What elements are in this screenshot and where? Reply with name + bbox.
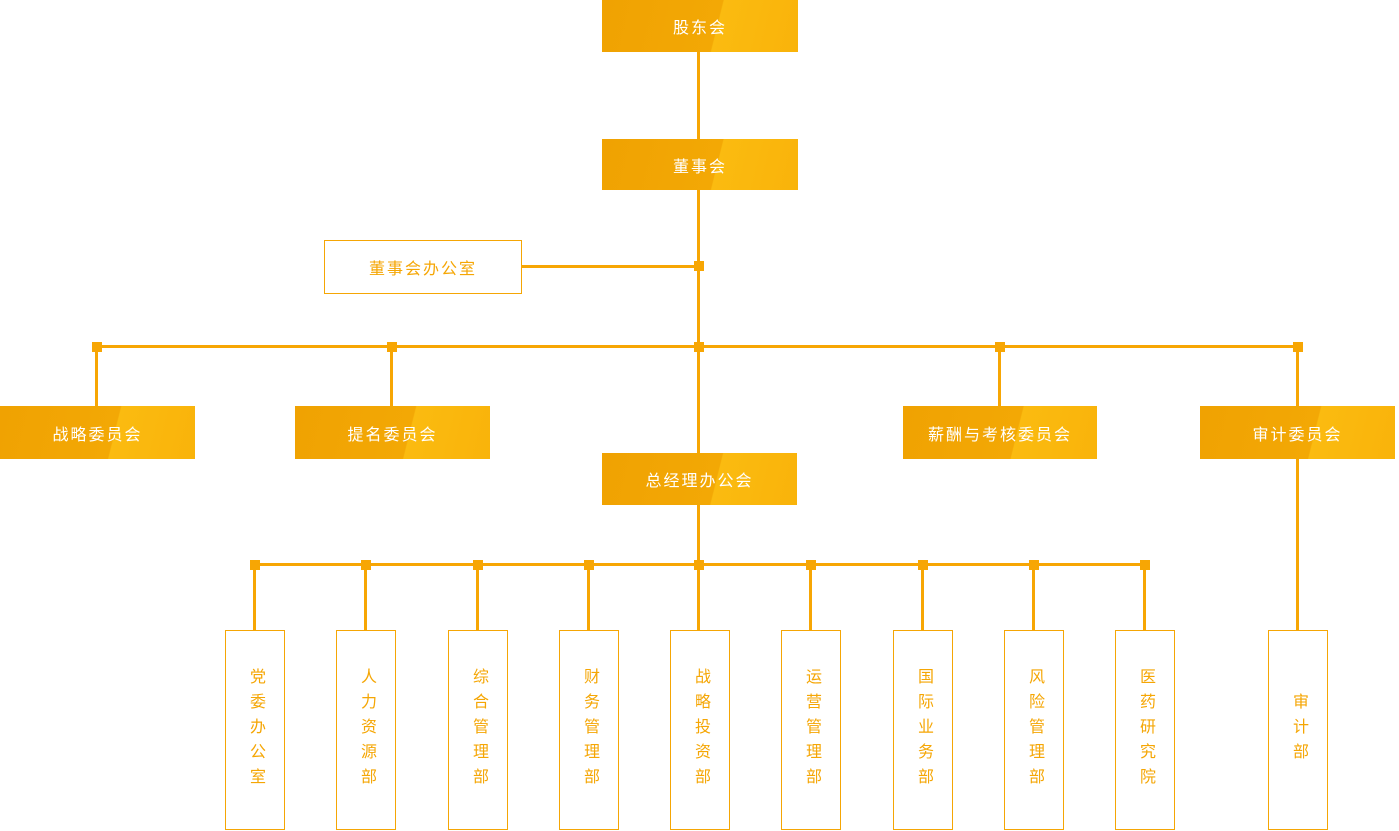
node-label: 风险管理部 (1026, 667, 1043, 793)
node-dept-finance: 财务管理部 (559, 630, 619, 830)
node-gm-office: 总经理办公会 (602, 453, 797, 505)
node-label: 董事会办公室 (368, 261, 477, 278)
node-label: 党委办公室 (247, 667, 264, 793)
node-committee-audit: 审计委员会 (1200, 406, 1395, 459)
connector-line (95, 346, 98, 406)
connector-line (476, 563, 479, 630)
connector-line (1296, 459, 1299, 630)
node-shareholders: 股东会 (602, 0, 798, 52)
connector-node (694, 342, 704, 352)
node-dept-risk: 风险管理部 (1004, 630, 1064, 830)
node-label: 总经理办公会 (645, 473, 754, 490)
node-dept-international: 国际业务部 (893, 630, 953, 830)
node-label: 审计部 (1290, 692, 1307, 768)
connector-line (697, 563, 700, 630)
connector-line (1032, 563, 1035, 630)
node-dept-strategic-investment: 战略投资部 (670, 630, 730, 830)
connector-line (1143, 563, 1146, 630)
node-label: 薪酬与考核委员会 (927, 426, 1072, 444)
node-label: 综合管理部 (470, 667, 487, 793)
connector-line (697, 505, 700, 565)
connector-line (364, 563, 367, 630)
node-label: 审计委员会 (1252, 426, 1343, 444)
node-label: 提名委员会 (347, 426, 438, 444)
connector-line (390, 346, 393, 406)
connector-line (921, 563, 924, 630)
node-board-office: 董事会办公室 (324, 240, 522, 294)
connector-line (809, 563, 812, 630)
node-label: 股东会 (672, 20, 727, 37)
node-dept-party-office: 党委办公室 (225, 630, 285, 830)
connector-line (1296, 346, 1299, 406)
node-committee-nomination: 提名委员会 (295, 406, 490, 459)
node-label: 战略投资部 (692, 667, 709, 793)
node-label: 董事会 (672, 158, 727, 176)
node-label: 医药研究院 (1137, 667, 1154, 793)
connector-line (697, 52, 700, 139)
node-label: 人力资源部 (358, 667, 375, 793)
node-label: 运营管理部 (803, 667, 820, 793)
node-board: 董事会 (602, 139, 798, 190)
node-label: 战略委员会 (52, 426, 143, 444)
node-label: 财务管理部 (581, 667, 598, 793)
node-committee-strategy: 战略委员会 (0, 406, 195, 459)
node-dept-hr: 人力资源部 (336, 630, 396, 830)
connector-line (522, 265, 698, 268)
node-dept-operations: 运营管理部 (781, 630, 841, 830)
node-dept-general-admin: 综合管理部 (448, 630, 508, 830)
node-label: 国际业务部 (915, 667, 932, 793)
connector-line (998, 346, 1001, 406)
connector-line (697, 190, 700, 453)
connector-line (587, 563, 590, 630)
node-dept-pharma-research: 医药研究院 (1115, 630, 1175, 830)
node-dept-audit: 审计部 (1268, 630, 1328, 830)
connector-node (694, 261, 704, 271)
connector-line (253, 563, 256, 630)
node-committee-remuneration: 薪酬与考核委员会 (903, 406, 1097, 459)
